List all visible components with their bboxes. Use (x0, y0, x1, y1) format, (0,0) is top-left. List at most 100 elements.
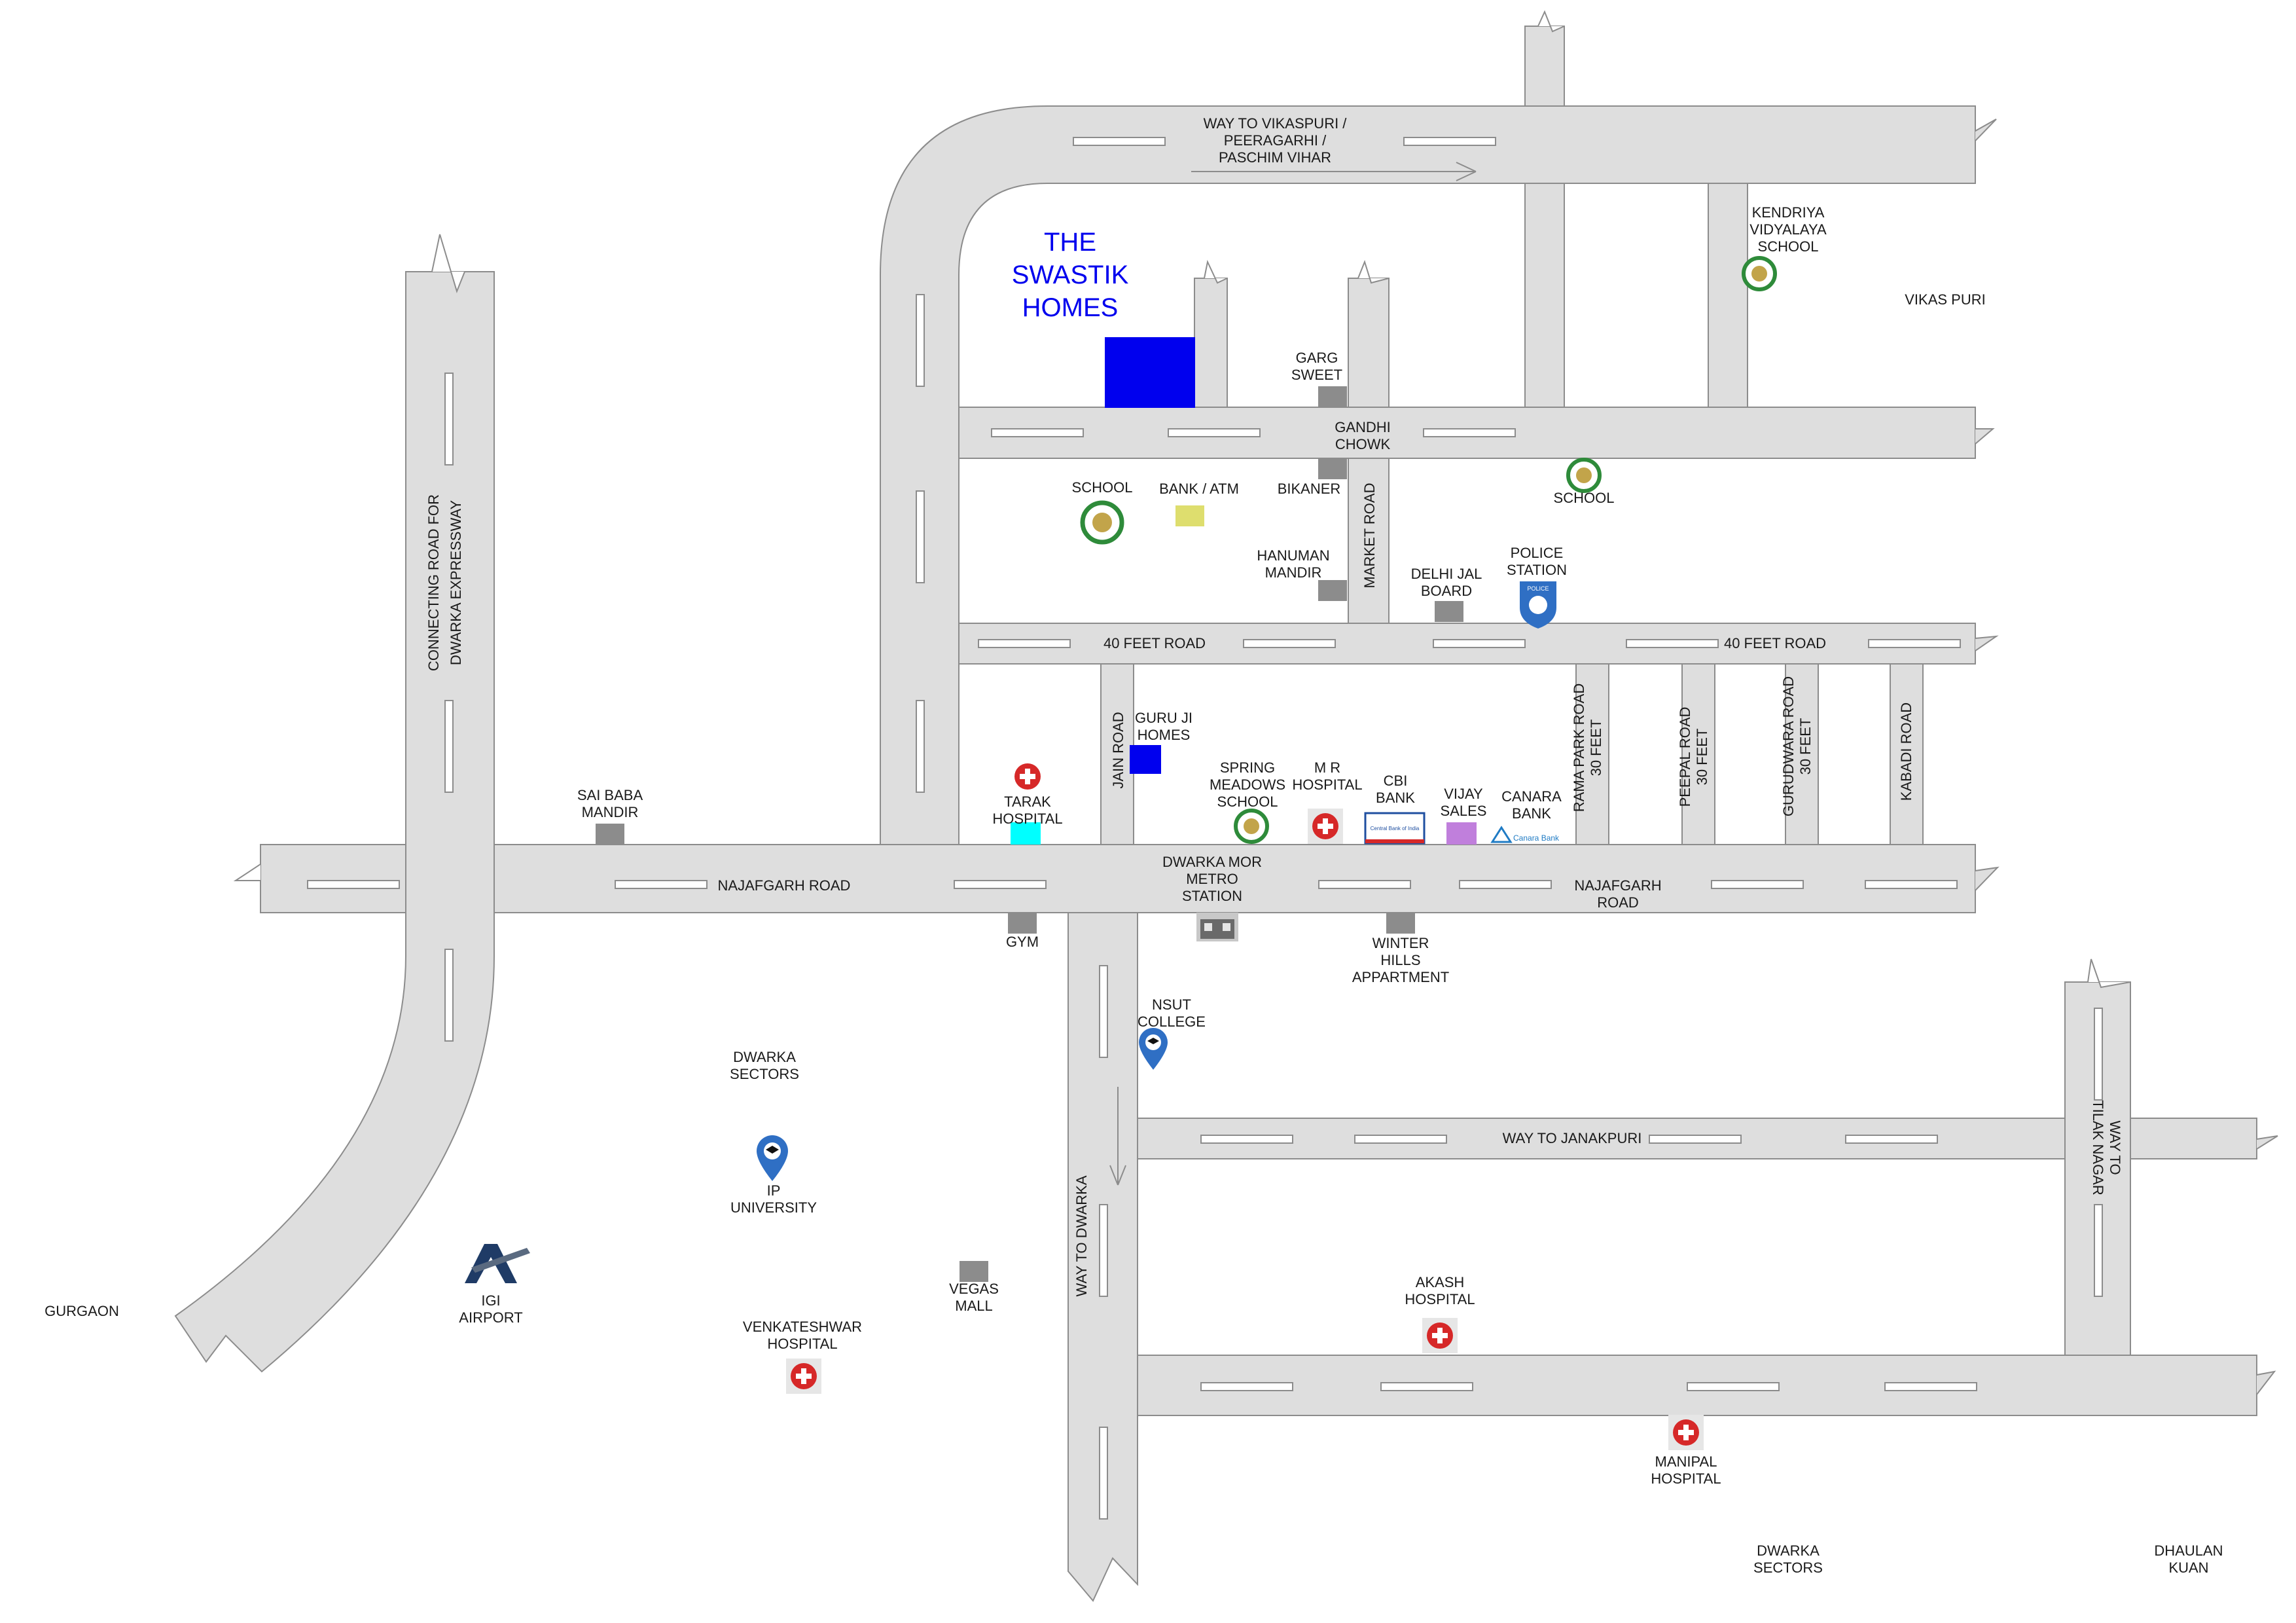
venkateshwar-line-1: VENKATESHWAR (743, 1319, 862, 1335)
kabadi-road-label: KABADI ROAD (1898, 702, 1914, 801)
igi-airport-line-2: AIRPORT (459, 1309, 522, 1326)
kv-line-3: SCHOOL (1758, 238, 1819, 255)
sai-baba-mandir-marker (596, 824, 624, 845)
garg-sweet-line-1: GARG (1296, 350, 1338, 366)
delhi-jal-board-line-2: BOARD (1421, 583, 1472, 599)
police-station-line-2: STATION (1507, 562, 1567, 578)
winter-hills-marker (1386, 913, 1415, 934)
hanuman-mandir-line-1: HANUMAN (1257, 547, 1329, 564)
igi-airport-line-1: IGI (481, 1292, 500, 1309)
way-to-dwarka-label: WAY TO DWARKA (1073, 1175, 1090, 1296)
vikaspuri-road (880, 105, 1976, 845)
project-title-line-2: SWASTIK (1012, 261, 1129, 289)
police-station-line-1: POLICE (1511, 545, 1564, 561)
najafgarh-road (260, 844, 1976, 913)
kv-line-2: VIDYALAYA (1749, 221, 1827, 238)
way-to-tilak-nagar-line-2: TILAK NAGAR (2090, 1100, 2106, 1195)
lane-1 (1194, 278, 1228, 408)
akash-hospital-line-2: HOSPITAL (1405, 1291, 1475, 1307)
delhi-jal-board-line-1: DELHI JAL (1411, 566, 1482, 582)
school-right-icon (1566, 458, 1602, 493)
cbi-bank-line-1: CBI (1384, 773, 1408, 789)
way-to-janakpuri-label: WAY TO JANAKPURI (1503, 1130, 1642, 1146)
dwarka-sectors-line-1: DWARKA (733, 1049, 796, 1065)
bikaner-label: BIKANER (1278, 481, 1341, 497)
canara-bank-line-2: BANK (1512, 805, 1551, 822)
road-label-vikaspuri-line-2: PEERAGARHI / (1224, 132, 1327, 149)
gurudwara-feet-label: 30 FEET (1797, 718, 1814, 775)
tarak-hospital-marker (1011, 822, 1041, 845)
arrow-to-vikaspuri-icon (1191, 162, 1477, 181)
bank-atm-label: BANK / ATM (1159, 481, 1239, 497)
vegas-mall-line-1: VEGAS (949, 1281, 999, 1297)
venkateshwar-line-2: HOSPITAL (767, 1336, 837, 1352)
lane-2 (1348, 278, 1390, 408)
najafgarh-road-right-line-1: NAJAFGARH (1574, 877, 1661, 894)
school-left-label: SCHOOL (1072, 479, 1133, 496)
dwarka-sectors-south-line-2: SECTORS (1753, 1559, 1823, 1576)
kendriya-vidyalaya-school-icon (1742, 256, 1777, 291)
winter-hills-line-3: APPARTMENT (1352, 969, 1449, 985)
rama-park-feet-label: 30 FEET (1588, 720, 1604, 776)
spring-meadows-school-icon (1234, 809, 1269, 844)
school-left-icon (1080, 500, 1124, 545)
akash-hospital-line-1: AKASH (1416, 1274, 1465, 1290)
labels: WAY TO VIKASPURI / PEERAGARHI / PASCHIM … (45, 115, 2223, 1576)
lane-4 (1708, 183, 1748, 408)
guru-ji-homes-marker (1130, 745, 1161, 774)
guru-ji-homes-line-1: GURU JI (1135, 710, 1193, 726)
metro-station-icon (1196, 913, 1238, 941)
police-badge-icon: POLICE (1520, 581, 1556, 629)
market-road-label: MARKET ROAD (1361, 483, 1378, 589)
kabadi-road (1890, 663, 1924, 845)
spring-meadows-line-2: MEADOWS (1210, 776, 1285, 793)
ip-university-pin-icon (757, 1135, 788, 1181)
winter-hills-line-1: WINTER (1372, 935, 1429, 951)
peepal-feet-label: 30 FEET (1694, 729, 1710, 786)
manipal-hospital-line-2: HOSPITAL (1651, 1470, 1721, 1487)
hanuman-mandir-line-2: MANDIR (1265, 564, 1322, 581)
jain-road-label: JAIN ROAD (1110, 712, 1126, 788)
gandhi-chowk-line-2: CHOWK (1335, 436, 1391, 452)
cbi-bank-line-2: BANK (1376, 790, 1415, 806)
vijay-sales-line-2: SALES (1441, 803, 1487, 819)
vegas-mall-marker (960, 1261, 988, 1282)
dhaulan-kuan-line-2: KUAN (2168, 1559, 2208, 1576)
vikas-puri-label: VIKAS PURI (1905, 291, 1985, 308)
igi-airport-airplane-icon (465, 1244, 530, 1283)
bank-atm-marker (1175, 505, 1204, 526)
cbi-logo-text: Central Bank of India (1371, 826, 1420, 831)
landmark-markers (596, 386, 1477, 1282)
project-marker: THE SWASTIK HOMES (1012, 228, 1195, 408)
garg-sweet-line-2: SWEET (1291, 367, 1342, 383)
gurudwara-road-label: GURUDWARA ROAD (1780, 676, 1797, 816)
manipal-hospital-line-1: MANIPAL (1655, 1453, 1717, 1470)
cbi-bank-logo: Central Bank of India (1364, 812, 1426, 845)
sai-baba-mandir-line-1: SAI BABA (577, 787, 643, 803)
nsut-college-pin-icon (1139, 1028, 1168, 1070)
school-icons (1080, 256, 1777, 844)
najafgarh-road-right-line-2: ROAD (1597, 894, 1639, 911)
gym-marker (1008, 913, 1037, 934)
garg-sweet-marker (1318, 386, 1347, 407)
road-network (174, 10, 2278, 1602)
expressway-connector-road (174, 271, 495, 1373)
vegas-mall-line-2: MALL (955, 1298, 992, 1314)
gym-label: GYM (1006, 934, 1039, 950)
vijay-sales-line-1: VIJAY (1444, 786, 1483, 802)
hospital-icons (786, 763, 1704, 1450)
north-spur-road (1524, 26, 1565, 107)
winter-hills-line-2: HILLS (1380, 952, 1420, 968)
lane-markings (307, 137, 2103, 1520)
peepal-road-label: PEEPAL ROAD (1677, 707, 1693, 807)
tarak-hospital-line-1: TARAK (1004, 793, 1051, 810)
school-right-label: SCHOOL (1554, 490, 1615, 506)
nsut-college-line-1: NSUT (1152, 996, 1191, 1013)
akash-hospital-icon (1422, 1318, 1458, 1353)
najafgarh-road-left-label: NAJAFGARH ROAD (718, 877, 851, 894)
tarak-hospital-icon (1014, 763, 1041, 790)
gurudwara-road (1785, 663, 1819, 845)
ip-university-line-2: UNIVERSITY (730, 1199, 817, 1216)
arrow-to-dwarka-icon (1109, 1087, 1126, 1186)
